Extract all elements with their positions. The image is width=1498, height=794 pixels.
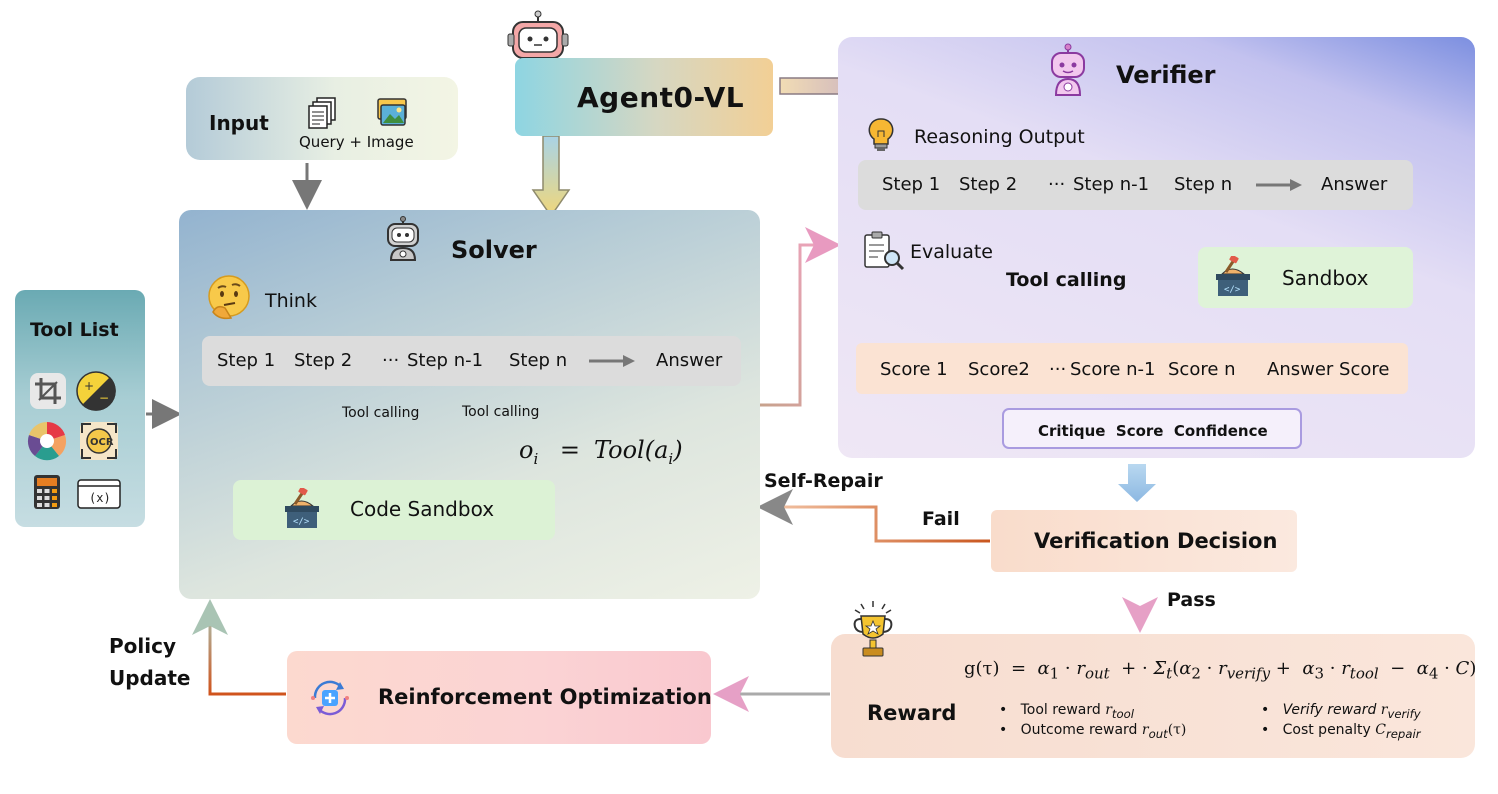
reward-bullet-outcome: • Outcome reward rout(τ) — [999, 722, 1187, 741]
verification-decision-box: Verification Decision — [991, 510, 1297, 572]
image-icon — [376, 97, 408, 127]
sandbox-icon: </> — [1212, 254, 1254, 298]
verification-decision-title: Verification Decision — [1034, 529, 1278, 553]
optimization-cycle-icon — [307, 675, 353, 721]
solver-tool-formula: oi =Tool(ai) — [519, 436, 683, 468]
critique-label: Critique Score Confidence — [1038, 422, 1268, 440]
policy-update-line2: Update — [109, 666, 191, 690]
trophy-icon — [851, 600, 895, 660]
svg-text:−: − — [99, 391, 109, 405]
fail-self-repair-arrow — [757, 489, 990, 543]
solver-robot-icon — [383, 216, 423, 262]
verifier-to-decision-arrow — [1118, 464, 1156, 502]
tool-list-title: Tool List — [30, 319, 119, 341]
solver-steps-bar: Step 1 Step 2 ··· Step n-1 Step n Answer — [202, 336, 741, 386]
reward-bullet-verify: • Verify reward rverify — [1261, 702, 1421, 721]
solver-step-ellipsis: ··· — [382, 350, 400, 371]
policy-update-arrow — [192, 599, 286, 696]
agent-box: Agent0-VL — [515, 58, 773, 136]
calculator-icon — [33, 474, 61, 510]
verifier-title: Verifier — [1116, 61, 1216, 89]
solver-title: Solver — [451, 236, 537, 264]
fail-label: Fail — [922, 508, 960, 530]
svg-text:(x): (x) — [89, 491, 111, 505]
score-item: Score2 — [968, 359, 1030, 380]
verifier-steps-bar: Step 1 Step 2 ··· Step n-1 Step n Answer — [858, 160, 1413, 210]
policy-update-line1: Policy — [109, 634, 177, 658]
solver-tool-calling-1: Tool calling — [342, 405, 420, 421]
svg-text:+: + — [84, 379, 94, 393]
agent-to-solver-arrow — [531, 135, 571, 218]
solver-box: Solver Think Step 1 Step 2 ··· Step n-1 … — [179, 210, 760, 599]
reward-title: Reward — [867, 701, 957, 725]
answer-score: Answer Score — [1267, 359, 1390, 380]
solver-to-verifier-arrow — [760, 227, 841, 407]
reward-formula: g(τ) = α1 · rout + · Σt(α2 · rverify + α… — [964, 658, 1477, 683]
agent-title: Agent0-VL — [577, 81, 745, 114]
input-caption: Query + Image — [299, 133, 414, 151]
verifier-robot-icon — [1048, 43, 1088, 97]
pass-label: Pass — [1167, 589, 1216, 611]
verifier-step-ellipsis: ··· — [1048, 174, 1066, 195]
self-repair-label: Self-Repair — [764, 470, 883, 492]
solver-step: Step n — [509, 350, 568, 371]
solver-step: Step 1 — [217, 350, 276, 371]
verifier-step: Step 2 — [959, 174, 1018, 195]
solver-think-label: Think — [265, 290, 317, 312]
verifier-step: Step n — [1174, 174, 1233, 195]
input-title: Input — [209, 111, 269, 135]
evaluate-clipboard-icon — [862, 231, 906, 271]
code-sandbox-label: Code Sandbox — [350, 497, 495, 521]
solver-step: Step n-1 — [407, 350, 484, 371]
score-item: Score n — [1168, 359, 1236, 380]
tool-list-box: Tool List + − OCR — [15, 290, 145, 527]
lightbulb-icon — [868, 117, 894, 153]
verifier-sandbox-label: Sandbox — [1282, 266, 1369, 290]
code-sandbox-box: </> Code Sandbox — [233, 480, 555, 540]
solver-steps-arrow — [589, 355, 635, 367]
svg-text:OCR: OCR — [90, 437, 114, 448]
solver-answer: Answer — [656, 350, 723, 371]
brightness-icon: + − — [75, 370, 117, 412]
color-wheel-icon — [27, 421, 67, 461]
solver-tool-calling-2: Tool calling — [462, 404, 540, 420]
code-window-icon: (x) — [77, 479, 121, 509]
score-item: Score n-1 — [1070, 359, 1156, 380]
reward-box: g(τ) = α1 · rout + · Σt(α2 · rverify + α… — [831, 601, 1477, 758]
input-box: Input Query + Image — [186, 77, 458, 160]
reward-bullet-tool: • Tool reward rtool — [999, 702, 1134, 721]
svg-text:</>: </> — [293, 517, 310, 527]
critique-box: Critique Score Confidence — [1002, 408, 1302, 449]
verifier-step: Step n-1 — [1073, 174, 1150, 195]
documents-icon — [308, 97, 338, 129]
verifier-tool-calling: Tool calling — [1006, 269, 1127, 291]
svg-text:</>: </> — [1224, 285, 1241, 295]
verifier-scores-bar: Score 1 Score2 ··· Score n-1 Score n Ans… — [856, 343, 1408, 394]
thinking-face-icon — [207, 274, 251, 320]
verifier-step: Step 1 — [882, 174, 941, 195]
score-ellipsis: ··· — [1049, 359, 1067, 380]
optimization-box: Reinforcement Optimization — [287, 651, 712, 744]
verifier-answer: Answer — [1321, 174, 1388, 195]
optimization-title: Reinforcement Optimization — [378, 685, 712, 709]
solver-step: Step 2 — [294, 350, 353, 371]
score-item: Score 1 — [880, 359, 948, 380]
verifier-steps-arrow — [1256, 179, 1302, 191]
crop-icon — [29, 372, 67, 410]
sandbox-icon: </> — [281, 486, 323, 530]
verifier-evaluate-label: Evaluate — [910, 241, 993, 263]
reward-bullet-cost: • Cost penalty Crepair — [1261, 722, 1421, 741]
verifier-box: Verifier Reasoning Output Step 1 Step 2 … — [838, 37, 1475, 458]
verifier-reasoning-label: Reasoning Output — [914, 126, 1085, 148]
ocr-icon: OCR — [79, 421, 119, 461]
verifier-sandbox-box: </> Sandbox — [1198, 247, 1413, 308]
